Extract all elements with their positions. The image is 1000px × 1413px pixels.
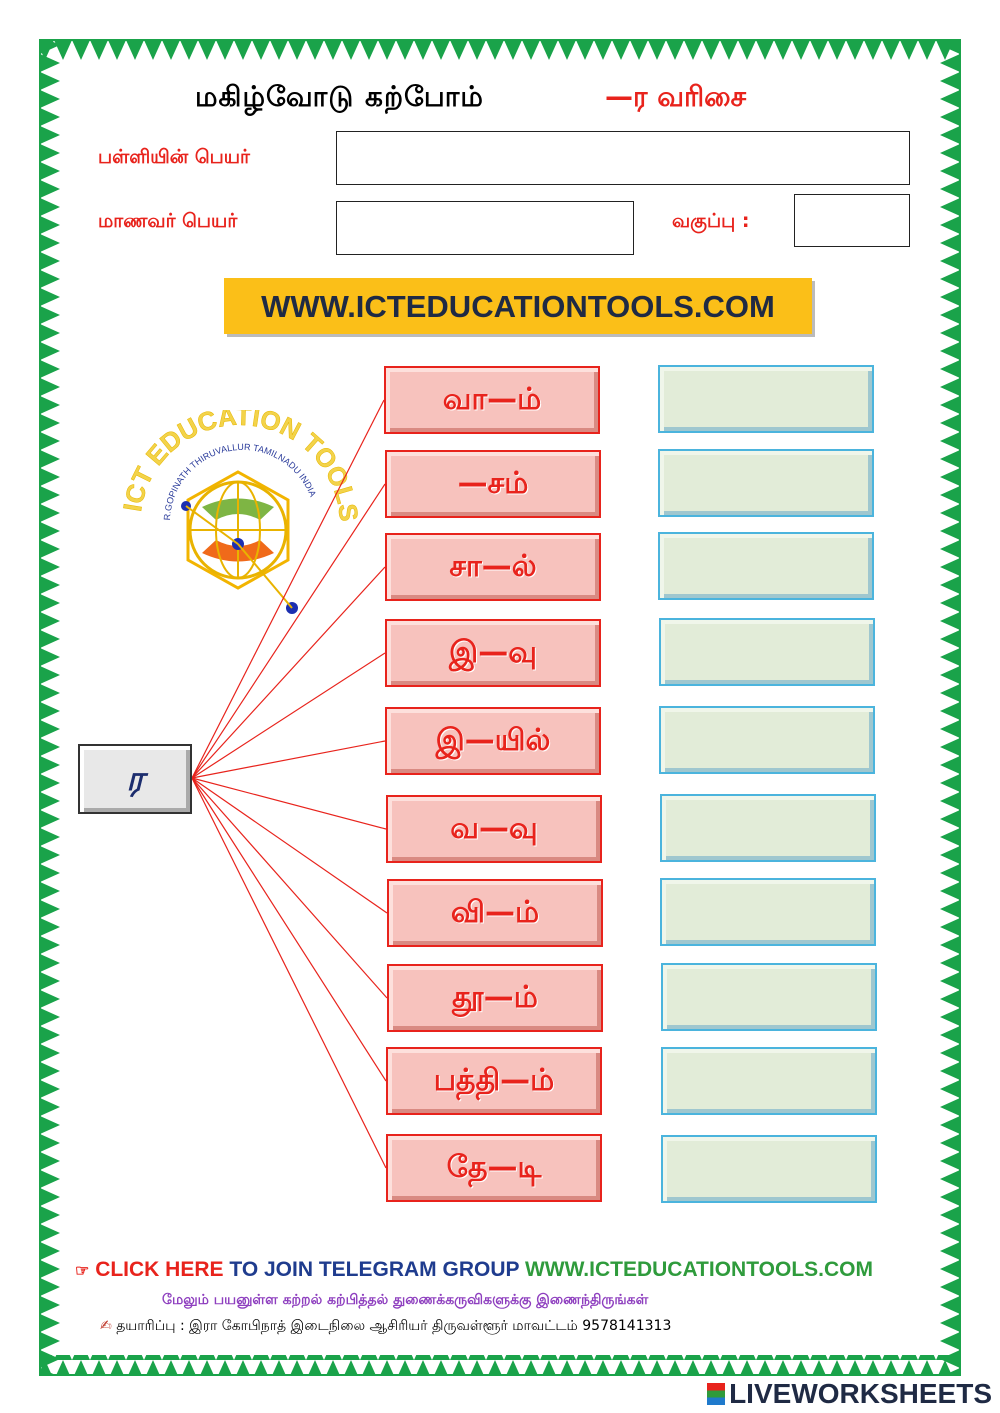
school-name-label: பள்ளியின் பெயர் [98, 146, 250, 168]
liveworksheets-logo-icon [707, 1383, 726, 1405]
telegram-line: ☞ CLICK HERE TO JOIN TELEGRAM GROUP WWW.… [75, 1258, 873, 1282]
footer-credit-text: தயாரிப்பு : இரா கோபிநாத் இடைநிலை ஆசிரியர… [116, 1318, 672, 1334]
word-tile-7[interactable]: வி—ம் [387, 879, 603, 947]
word-label: வி—ம் [450, 895, 540, 930]
footer-credit: ✍ தயாரிப்பு : இரா கோபிநாத் இடைநிலை ஆசிரி… [100, 1318, 671, 1336]
word-tile-10[interactable]: தே—டி [386, 1134, 602, 1202]
word-tile-3[interactable]: சா—ல் [385, 533, 601, 601]
word-label: சா—ல் [449, 549, 537, 584]
word-tile-5[interactable]: இ—யில் [385, 707, 601, 775]
answer-box-9[interactable] [661, 1047, 877, 1115]
answer-box-7[interactable] [660, 878, 876, 946]
word-label: வா—ம் [442, 382, 542, 417]
word-label: தே—டி [446, 1150, 542, 1185]
liveworksheets-watermark: LIVEWORKSHEETS [707, 1378, 992, 1410]
word-tile-4[interactable]: இ—வு [385, 619, 601, 687]
website-banner[interactable]: WWW.ICTEDUCATIONTOOLS.COM [224, 278, 812, 334]
globe-icon [181, 480, 298, 614]
word-tile-8[interactable]: தூ—ம் [387, 964, 603, 1032]
answer-box-6[interactable] [660, 794, 876, 862]
answer-box-3[interactable] [658, 532, 874, 600]
page-title: மகிழ்வோடு கற்போம் [195, 80, 484, 113]
class-field[interactable] [794, 194, 910, 247]
pen-icon: ✍ [100, 1318, 112, 1334]
word-tile-1[interactable]: வா—ம் [384, 366, 600, 434]
website-banner-text: WWW.ICTEDUCATIONTOOLS.COM [261, 289, 775, 324]
ict-logo: ICT EDUCATION TOOLS R.GOPINATH THIRUVALL… [120, 410, 360, 614]
word-label: இ—வு [449, 635, 537, 670]
source-letter: ர [126, 759, 144, 799]
page-title-suffix: —ர வரிசை [605, 80, 747, 113]
join-telegram-text: TO JOIN TELEGRAM GROUP [229, 1258, 520, 1281]
word-label: இ—யில் [435, 723, 551, 758]
student-name-label: மாணவர் பெயர் [98, 210, 238, 232]
word-tile-9[interactable]: பத்தி—ம் [386, 1047, 602, 1115]
word-tile-2[interactable]: —சம் [385, 450, 601, 518]
word-label: வ—வு [450, 811, 538, 846]
answer-box-10[interactable] [661, 1135, 877, 1203]
word-label: தூ—ம் [452, 980, 538, 1015]
answer-box-2[interactable] [658, 449, 874, 517]
source-letter-tile[interactable]: ர [78, 744, 192, 814]
word-label: —சம் [457, 466, 529, 501]
click-here-link[interactable]: CLICK HERE [95, 1258, 224, 1281]
answer-box-5[interactable] [659, 706, 875, 774]
footer-site-link[interactable]: WWW.ICTEDUCATIONTOOLS.COM [524, 1258, 874, 1281]
answer-box-4[interactable] [659, 618, 875, 686]
footer-tamil-line: மேலும் பயனுள்ள கற்றல் கற்பித்தல் துணைக்க… [162, 1292, 649, 1308]
word-tile-6[interactable]: வ—வு [386, 795, 602, 863]
watermark-text: LIVEWORKSHEETS [729, 1378, 992, 1409]
school-name-field[interactable] [336, 131, 910, 185]
pointing-hand-icon: ☞ [75, 1263, 90, 1280]
answer-box-1[interactable] [658, 365, 874, 433]
word-label: பத்தி—ம் [433, 1063, 555, 1098]
answer-box-8[interactable] [661, 963, 877, 1031]
student-name-field[interactable] [336, 201, 634, 255]
class-label: வகுப்பு : [672, 210, 750, 232]
